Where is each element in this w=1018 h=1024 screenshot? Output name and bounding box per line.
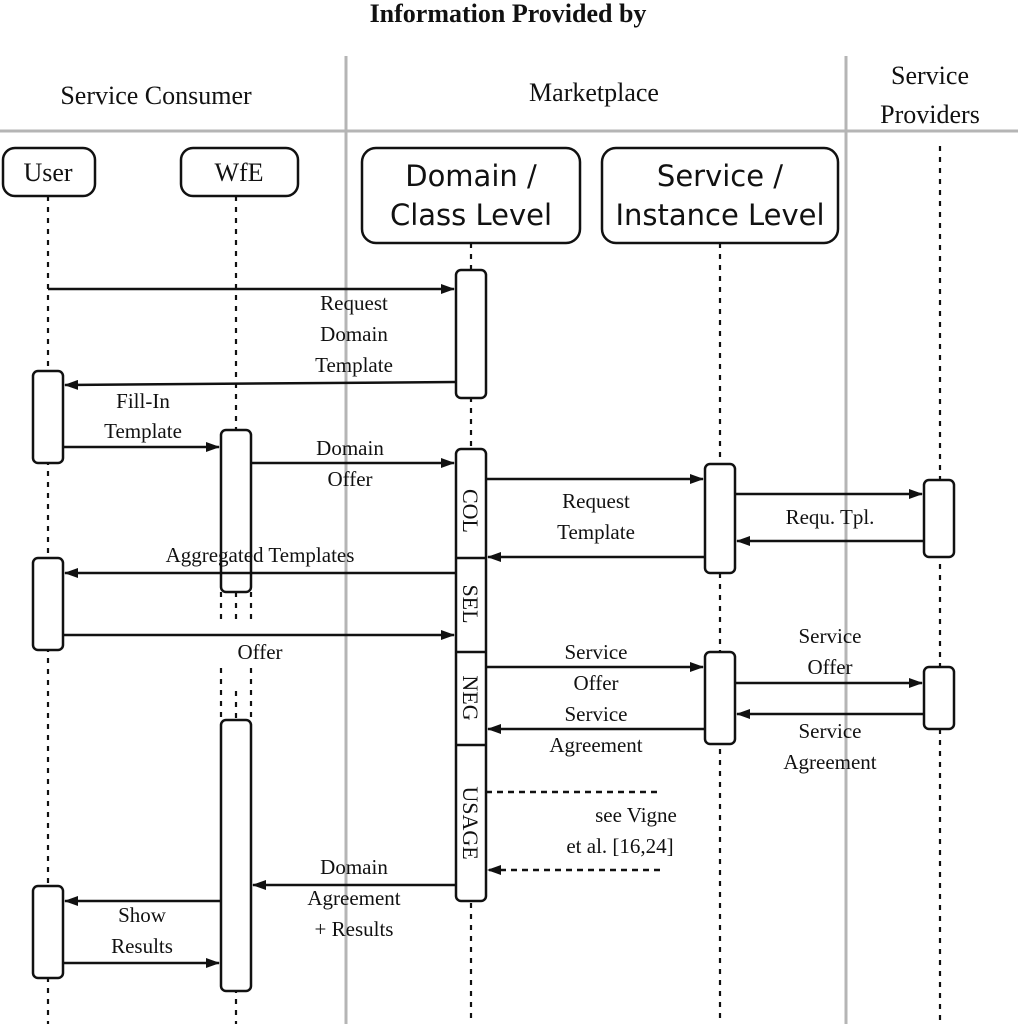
phase-label-sel: SEL: [458, 584, 483, 623]
label-request-domain-template: Request Domain Template: [315, 291, 393, 377]
column-header-marketplace: Marketplace: [529, 78, 659, 107]
activation-wfe-1: [219, 428, 253, 594]
label-domain-offer: Domain Offer: [316, 436, 384, 491]
label-domain-agreement-results: Domain Agreement + Results: [307, 855, 400, 941]
svg-text:Agreement: Agreement: [549, 733, 642, 757]
activation-provider-2: [922, 665, 956, 731]
column-header-service-providers-line2: Providers: [880, 100, 980, 129]
svg-text:Results: Results: [111, 934, 173, 958]
svg-text:Offer: Offer: [573, 671, 618, 695]
label-show-results: Show Results: [111, 903, 173, 958]
phase-label-usage: USAGE: [458, 786, 483, 859]
svg-text:Domain: Domain: [316, 436, 384, 460]
activation-user-2: [31, 556, 65, 652]
svg-text:Show: Show: [118, 903, 167, 927]
column-header-service-consumer: Service Consumer: [60, 81, 252, 110]
actor-user: User: [1, 146, 97, 198]
svg-text:Agreement: Agreement: [783, 750, 876, 774]
actor-user-label: User: [23, 158, 72, 187]
label-see-vigne: see Vigne et al. [16,24]: [566, 803, 677, 858]
label-service-offer-to-provider: Service Offer: [799, 624, 862, 679]
label-requ-tpl: Requ. Tpl.: [786, 505, 875, 529]
activation-domain-2: [454, 447, 488, 903]
diagram-title: Information Provided by: [370, 0, 647, 28]
svg-text:Service: Service: [799, 719, 862, 743]
actor-service-label-line2: Instance Level: [615, 198, 824, 232]
phase-label-neg: NEG: [458, 675, 483, 720]
column-header-service-providers-line1: Service: [891, 61, 969, 90]
label-service-agreement-from-instance: Service Agreement: [549, 702, 642, 757]
actor-service-label-line1: Service /: [657, 159, 783, 193]
actor-domain-class-level: Domain / Class Level: [360, 146, 582, 245]
actor-wfe: WfE: [179, 146, 300, 198]
svg-text:Offer: Offer: [327, 467, 372, 491]
svg-text:Domain: Domain: [320, 322, 388, 346]
svg-text:Service: Service: [799, 624, 862, 648]
activation-instance-2: [703, 650, 737, 746]
actor-domain-label-line2: Class Level: [390, 198, 552, 232]
svg-text:Fill-In: Fill-In: [116, 389, 170, 413]
svg-text:Template: Template: [557, 520, 635, 544]
label-service-agreement-from-provider: Service Agreement: [783, 719, 876, 774]
activation-domain-1: [454, 268, 488, 400]
activation-user-3: [31, 884, 65, 980]
phase-label-col: COL: [458, 489, 483, 533]
svg-text:Request: Request: [562, 489, 630, 513]
label-service-offer-to-instance: Service Offer: [565, 640, 628, 695]
label-fill-in-template: Fill-In Template: [104, 389, 182, 443]
activation-provider-1: [922, 478, 956, 559]
svg-text:Service: Service: [565, 702, 628, 726]
label-request-template: Request Template: [557, 489, 635, 544]
svg-text:Domain: Domain: [320, 855, 388, 879]
svg-text:Template: Template: [315, 353, 393, 377]
svg-text:see Vigne: see Vigne: [595, 803, 677, 827]
message-domain-template-return: [64, 379, 457, 390]
svg-text:Request: Request: [320, 291, 388, 315]
svg-text:et al. [16,24]: et al. [16,24]: [566, 834, 673, 858]
label-aggregated-templates: Aggregated Templates: [166, 543, 355, 567]
svg-text:Offer: Offer: [807, 655, 852, 679]
actor-wfe-label: WfE: [214, 158, 263, 187]
label-offer: Offer: [237, 640, 282, 664]
svg-text:+ Results: + Results: [315, 917, 394, 941]
svg-text:Agreement: Agreement: [307, 886, 400, 910]
svg-text:Service: Service: [565, 640, 628, 664]
activation-instance-1: [703, 462, 737, 575]
actor-service-instance-level: Service / Instance Level: [600, 146, 840, 245]
svg-text:Template: Template: [104, 419, 182, 443]
activation-wfe-2: [219, 718, 253, 993]
actor-domain-label-line1: Domain /: [405, 159, 537, 193]
activation-user-1: [31, 369, 65, 465]
